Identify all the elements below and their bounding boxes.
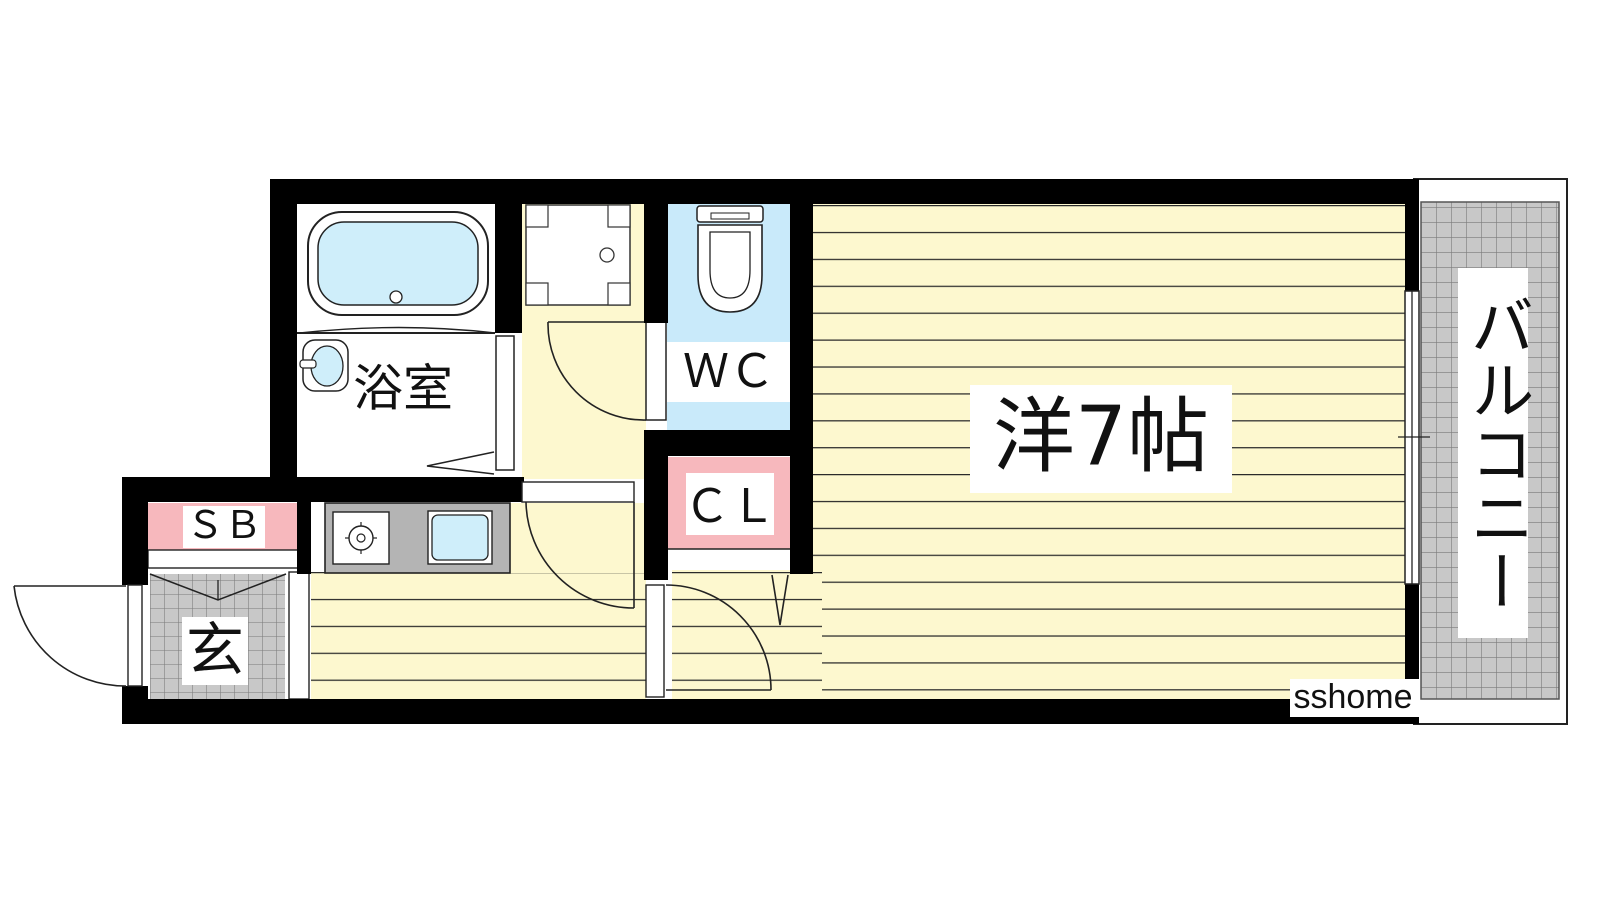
watermark-text: sshome — [1293, 678, 1412, 716]
balcony-window — [1398, 290, 1430, 585]
walls — [122, 179, 1419, 724]
bathroom: 浴室 — [297, 203, 515, 477]
bathroom-label: 浴室 — [353, 360, 453, 418]
sink-icon — [427, 510, 493, 565]
door-swing-icon — [547, 321, 667, 421]
stove-icon — [332, 511, 390, 565]
bathtub-icon — [307, 211, 489, 316]
entrance-label: 玄 — [186, 616, 244, 684]
entrance: 玄 — [149, 571, 310, 701]
closet: ＣＬ — [668, 457, 792, 626]
kitchen-counter — [324, 502, 511, 574]
balcony: バルコニー — [1413, 178, 1568, 725]
western-room-label: 洋7帖 — [993, 389, 1209, 484]
wc-room: ＷＣ — [547, 203, 792, 430]
wc-label: ＷＣ — [683, 345, 775, 397]
washbasin-icon — [299, 339, 349, 392]
washing-machine-pan-icon — [525, 204, 631, 306]
watermark: sshome — [1290, 678, 1420, 717]
door-swing-icon — [13, 481, 772, 698]
shoe-box-label: ＳＢ — [186, 505, 262, 547]
shoe-box: ＳＢ — [147, 503, 302, 569]
balcony-label: バルコニー — [1459, 293, 1533, 613]
closet-label: ＣＬ — [684, 480, 776, 532]
toilet-icon — [696, 205, 764, 313]
western-room: 洋7帖 — [672, 203, 1415, 701]
door-swing-icon — [426, 335, 515, 475]
